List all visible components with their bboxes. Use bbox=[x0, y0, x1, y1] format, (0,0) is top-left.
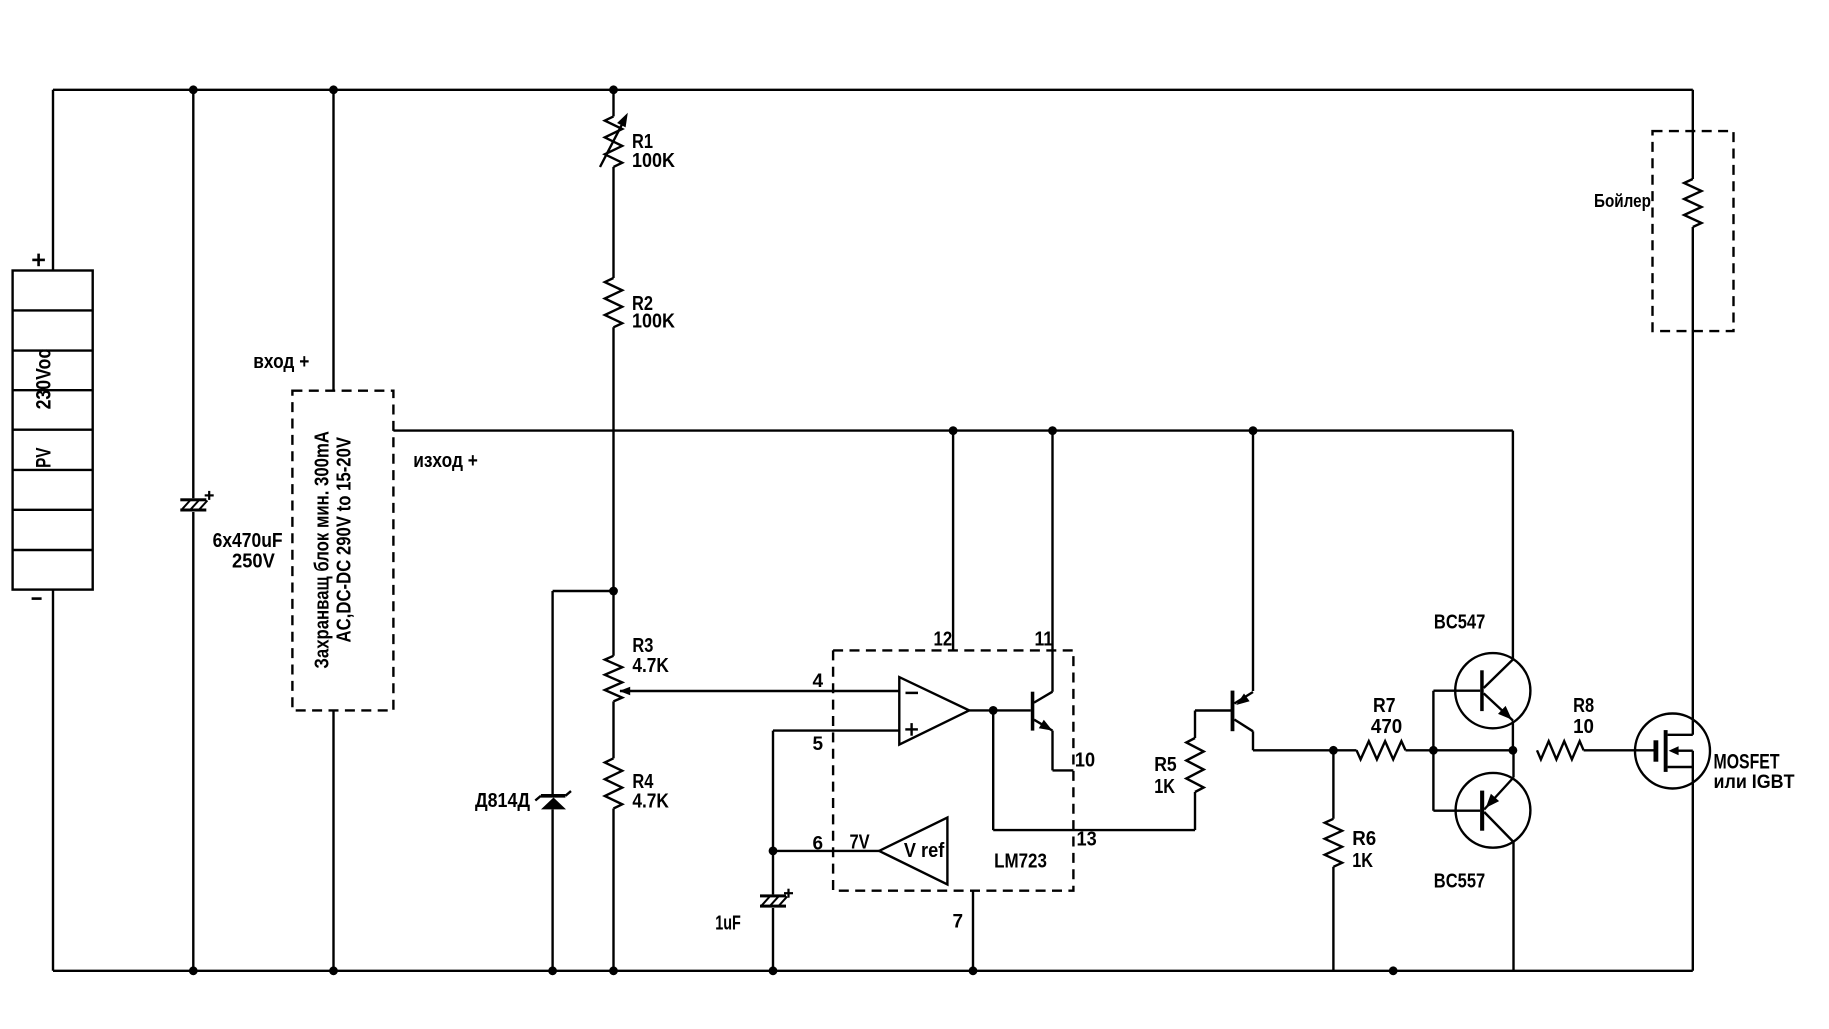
svg-text:R7: R7 bbox=[1373, 695, 1396, 717]
svg-text:PV: PV bbox=[33, 448, 56, 468]
svg-text:250V: 250V bbox=[232, 550, 275, 572]
svg-text:230Voc: 230Voc bbox=[33, 349, 56, 410]
svg-text:BC547: BC547 bbox=[1434, 611, 1485, 633]
svg-text:1K: 1K bbox=[1352, 850, 1373, 872]
svg-text:4.7K: 4.7K bbox=[632, 655, 669, 677]
svg-text:6: 6 bbox=[813, 834, 824, 855]
svg-text:вход +: вход + bbox=[253, 351, 309, 373]
svg-text:10: 10 bbox=[1075, 749, 1095, 771]
svg-text:R3: R3 bbox=[632, 635, 653, 657]
svg-text:10: 10 bbox=[1573, 716, 1594, 738]
svg-text:6x470uF: 6x470uF bbox=[213, 530, 283, 552]
svg-text:Бойлер: Бойлер bbox=[1594, 191, 1651, 211]
svg-text:или IGBT: или IGBT bbox=[1714, 772, 1795, 793]
svg-text:12: 12 bbox=[934, 629, 953, 651]
svg-text:13: 13 bbox=[1077, 829, 1097, 851]
svg-text:R8: R8 bbox=[1573, 695, 1594, 717]
svg-text:R2: R2 bbox=[632, 293, 653, 315]
svg-text:R4: R4 bbox=[632, 771, 654, 793]
svg-text:4: 4 bbox=[813, 671, 824, 692]
svg-text:100K: 100K bbox=[632, 311, 675, 333]
svg-text:1K: 1K bbox=[1154, 776, 1175, 798]
svg-text:11: 11 bbox=[1035, 629, 1054, 651]
svg-text:AC,DC-DC 290V to 15-20V: AC,DC-DC 290V to 15-20V bbox=[334, 436, 356, 642]
svg-text:4.7K: 4.7K bbox=[632, 791, 669, 813]
svg-text:100K: 100K bbox=[632, 150, 675, 172]
svg-text:1uF: 1uF bbox=[715, 912, 741, 934]
svg-text:7V: 7V bbox=[850, 832, 871, 854]
svg-text:изход +: изход + bbox=[413, 450, 478, 472]
svg-text:Захранващ блок мин. 300mA: Захранващ блок мин. 300mA bbox=[312, 431, 334, 669]
svg-text:470: 470 bbox=[1371, 716, 1402, 738]
svg-text:R5: R5 bbox=[1154, 754, 1177, 776]
svg-text:5: 5 bbox=[813, 734, 824, 755]
svg-text:LM723: LM723 bbox=[994, 851, 1047, 873]
svg-text:7: 7 bbox=[953, 912, 964, 933]
svg-text:BC557: BC557 bbox=[1434, 871, 1485, 893]
svg-text:R1: R1 bbox=[632, 131, 653, 153]
svg-text:R6: R6 bbox=[1352, 828, 1376, 850]
svg-text:V ref: V ref bbox=[904, 840, 945, 862]
svg-text:Д814Д: Д814Д bbox=[475, 790, 530, 812]
svg-text:MOSFET: MOSFET bbox=[1714, 751, 1780, 774]
